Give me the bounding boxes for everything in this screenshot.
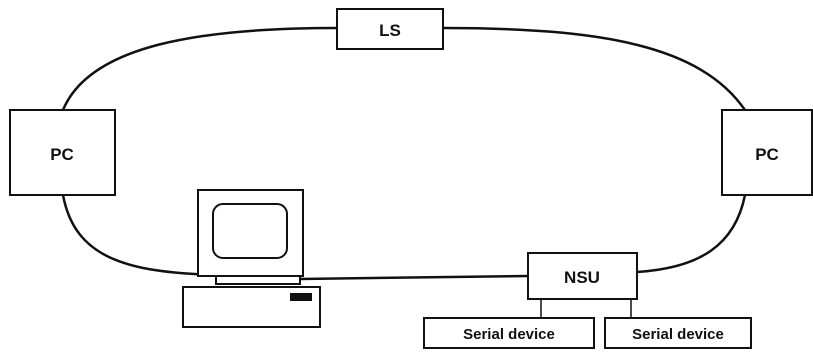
pc-left-node: PC	[9, 109, 116, 196]
ls-node: LS	[336, 8, 444, 50]
nsu-label: NSU	[564, 268, 600, 287]
computer-workstation-icon	[182, 189, 321, 328]
pc-right-label: PC	[755, 145, 779, 164]
serial-device-1-node: Serial device	[423, 317, 595, 349]
ring-segment-bottom-middle	[299, 274, 529, 281]
disk-slot	[290, 293, 312, 301]
pc-right-box	[721, 109, 813, 196]
ring-segment-left-bottom	[61, 194, 216, 277]
ring-segment-top-left	[61, 26, 338, 111]
pc-left-label: PC	[50, 145, 74, 164]
monitor-base	[215, 275, 301, 285]
nsu-node: NSU	[527, 252, 638, 300]
ring-segment-right-bottom	[636, 194, 747, 274]
serial-device-1-box	[423, 317, 595, 349]
pc-left-box	[9, 109, 116, 196]
monitor-screen	[212, 203, 288, 259]
serial-device-1-label: Serial device	[463, 326, 555, 343]
ls-label: LS	[379, 21, 401, 40]
serial-device-2-label: Serial device	[632, 326, 724, 343]
serial-device-2-box	[604, 317, 752, 349]
ls-box	[336, 8, 444, 50]
serial-device-2-node: Serial device	[604, 317, 752, 349]
ring-segment-top-right	[442, 26, 747, 111]
pc-right-node: PC	[721, 109, 813, 196]
nsu-box	[527, 252, 638, 300]
